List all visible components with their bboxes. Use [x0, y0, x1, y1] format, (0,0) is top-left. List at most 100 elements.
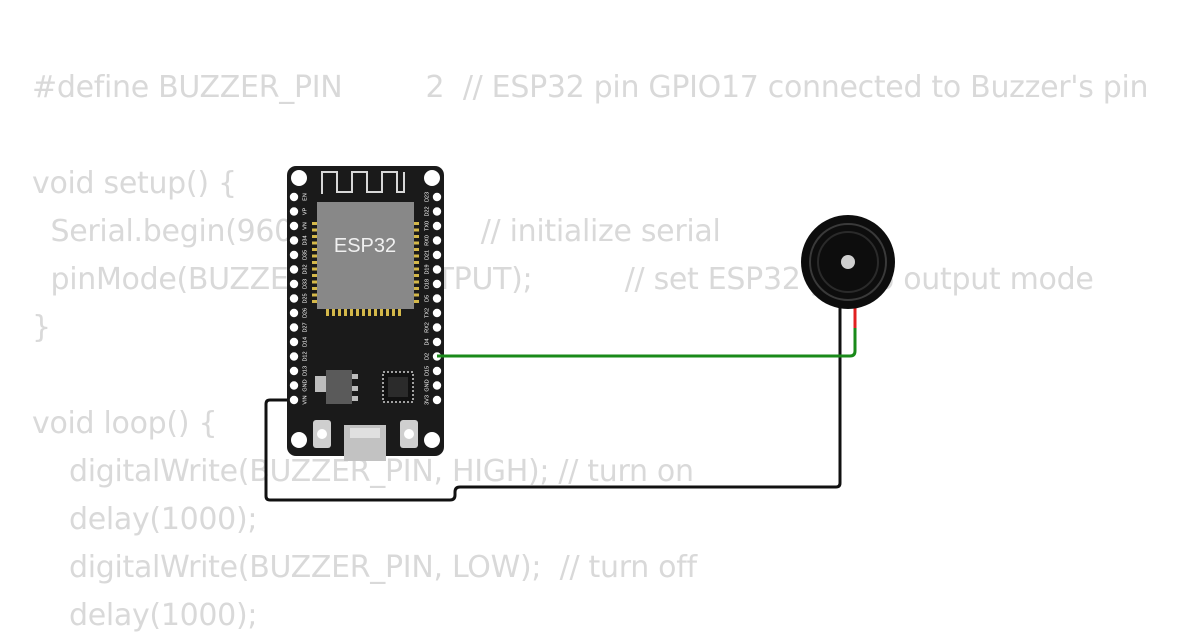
module-pad — [326, 309, 329, 316]
pin-label: RX2 — [424, 322, 430, 333]
module-pad — [312, 222, 317, 225]
module-pad — [414, 300, 419, 303]
regulator-tab — [315, 376, 326, 392]
signal-wire-d2[interactable] — [437, 328, 857, 358]
pin-hole[interactable] — [289, 221, 299, 231]
pin-label: D15 — [424, 366, 430, 376]
module-pad — [332, 309, 335, 316]
pin-hole[interactable] — [289, 395, 299, 405]
piezo-buzzer[interactable] — [801, 215, 895, 328]
pin-hole[interactable] — [432, 308, 442, 318]
pin-label: 3V3 — [424, 395, 430, 405]
pin-label: D22 — [424, 206, 430, 216]
pin-hole[interactable] — [432, 250, 442, 260]
pin-hole[interactable] — [289, 323, 299, 332]
antenna-trace — [321, 171, 405, 194]
code-line: void setup() { — [32, 166, 237, 201]
module-pad — [312, 248, 317, 251]
pin-hole[interactable] — [289, 308, 299, 318]
module-pad — [386, 309, 389, 316]
pin-hole[interactable] — [289, 265, 299, 274]
right-pin-header: D23D22TX0RX0D21D19D18D5TX2RX2D4D2D15GND3… — [424, 192, 442, 405]
module-pad — [350, 309, 353, 316]
pin-hole[interactable] — [432, 279, 442, 289]
code-line: digitalWrite(BUZZER_PIN, LOW); // turn o… — [32, 550, 697, 585]
pin-hole[interactable] — [289, 337, 299, 347]
mounting-hole — [291, 432, 307, 448]
pin-hole[interactable] — [432, 221, 442, 231]
pin-hole[interactable] — [432, 294, 442, 303]
pin-hole[interactable] — [432, 323, 442, 332]
pin-hole[interactable] — [432, 395, 442, 405]
code-line: Serial.begin(9600); // initialize serial — [50, 214, 721, 249]
esp32-board[interactable]: ESP32 ENVPVND34D35D32D33D25D26D27D14D12D… — [287, 166, 444, 461]
pin-label: TX0 — [424, 221, 430, 231]
buzzer-center — [841, 255, 855, 269]
pin-label: VP — [302, 208, 308, 216]
pin-label: D33 — [302, 279, 308, 289]
pin-hole[interactable] — [289, 192, 299, 202]
pin-label: D21 — [424, 250, 430, 260]
mounting-hole — [291, 170, 307, 186]
module-pad — [414, 261, 419, 264]
pin-hole[interactable] — [289, 207, 299, 216]
module-pad — [414, 287, 419, 290]
pin-label: D26 — [302, 308, 308, 318]
pin-label: D34 — [302, 235, 308, 245]
mounting-hole — [424, 170, 440, 186]
pin-label: D32 — [302, 264, 308, 274]
esp32-module — [317, 202, 414, 309]
pin-hole[interactable] — [432, 381, 442, 390]
pin-hole[interactable] — [432, 366, 442, 376]
left-pin-header: ENVPVND34D35D32D33D25D26D27D14D12D13GNDV… — [289, 192, 308, 405]
ground-wire[interactable] — [264, 320, 842, 502]
pin-label: D12 — [302, 351, 308, 361]
pin-hole[interactable] — [432, 337, 442, 347]
pin-label: D18 — [424, 279, 430, 289]
module-pad — [414, 267, 419, 271]
module-pad — [414, 235, 419, 238]
pin-hole[interactable] — [432, 236, 442, 245]
usb-port[interactable] — [344, 425, 386, 461]
module-pad — [338, 309, 341, 316]
module-pad — [356, 309, 359, 316]
pin-label: VN — [302, 222, 308, 230]
pin-label: EN — [302, 193, 308, 201]
pin-hole[interactable] — [432, 192, 442, 202]
pin-label: D25 — [302, 293, 308, 303]
pin-hole[interactable] — [289, 381, 299, 390]
module-label: ESP32 — [334, 235, 396, 257]
module-pad — [344, 309, 347, 316]
module-pad — [414, 274, 419, 277]
code-line: delay(1000); — [32, 502, 258, 537]
pin-hole[interactable] — [289, 279, 299, 289]
reset-button[interactable] — [313, 420, 331, 448]
pin-label: D14 — [302, 337, 308, 347]
pin-label: GND — [424, 379, 430, 391]
module-pads — [312, 222, 419, 316]
pin-hole[interactable] — [289, 366, 299, 376]
pin-hole[interactable] — [289, 352, 299, 361]
voltage-regulator — [326, 370, 352, 404]
pin-hole[interactable] — [289, 250, 299, 260]
module-pad — [368, 309, 371, 316]
pin-hole[interactable] — [432, 207, 442, 216]
pin-hole[interactable] — [432, 265, 442, 274]
boot-button[interactable] — [400, 420, 418, 448]
code-line: void loop() { — [32, 406, 218, 441]
module-pad — [312, 267, 317, 271]
module-pad — [312, 261, 317, 264]
module-pad — [362, 309, 365, 316]
usb-uart-chip — [382, 371, 414, 403]
module-pad — [414, 248, 419, 251]
pin-hole[interactable] — [289, 236, 299, 245]
module-pad — [312, 274, 317, 277]
pin-hole[interactable] — [289, 294, 299, 303]
module-pad — [414, 222, 419, 225]
module-pad — [312, 235, 317, 238]
module-pad — [414, 228, 419, 232]
module-pad — [312, 287, 317, 290]
module-pad — [414, 293, 419, 297]
